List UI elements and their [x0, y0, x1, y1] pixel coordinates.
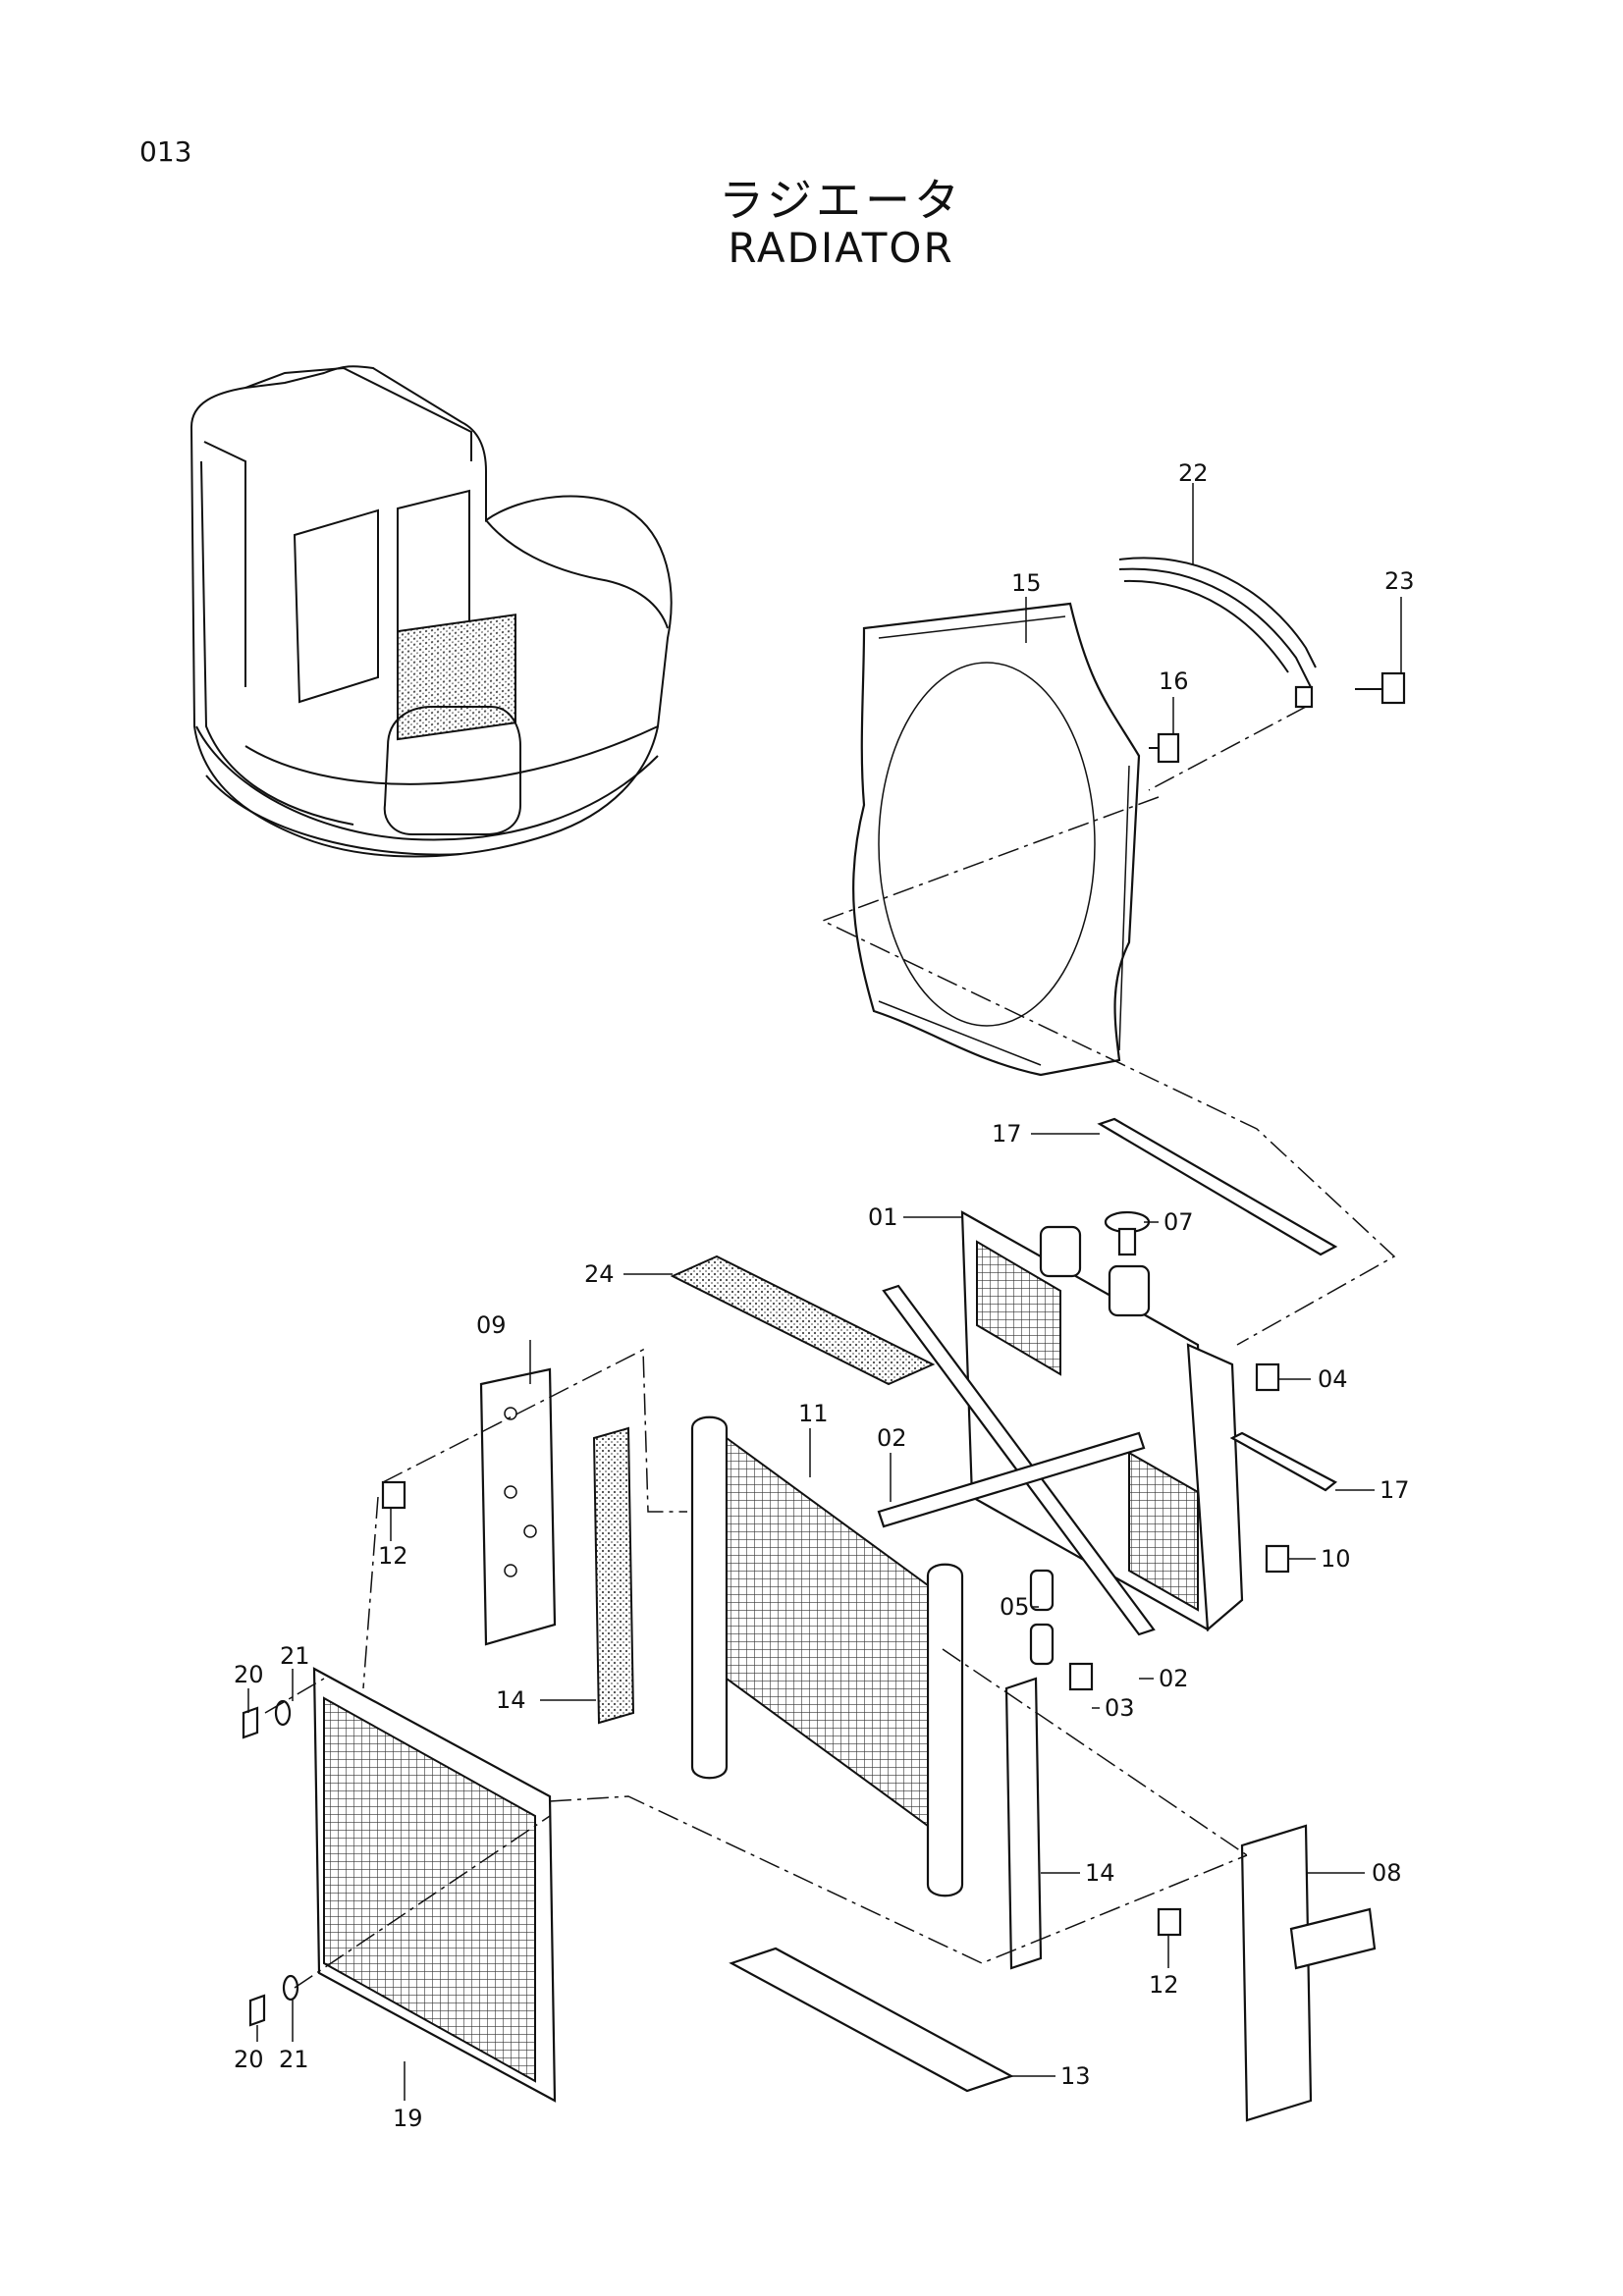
callout-14-left: 14	[496, 1686, 526, 1714]
washer-21-upper	[274, 1699, 292, 1727]
assembly-lines	[264, 706, 1396, 1989]
callout-17-lower: 17	[1380, 1476, 1410, 1504]
callout-08: 08	[1372, 1859, 1402, 1887]
radiator-core-01	[960, 1210, 1244, 1632]
callout-12-left: 12	[378, 1542, 408, 1570]
seal-pad-13	[729, 1947, 1014, 2093]
page-number: 013	[139, 135, 192, 168]
callout-24: 24	[584, 1260, 615, 1288]
bolt-16	[1149, 732, 1180, 764]
seal-strip-17-upper	[1097, 1117, 1338, 1256]
callout-03: 03	[1105, 1694, 1135, 1722]
seal-strip-17-lower	[1229, 1431, 1337, 1492]
hose-05	[1029, 1569, 1055, 1666]
seal-block-14-right	[1004, 1677, 1043, 1970]
seal-block-14-left	[592, 1426, 635, 1725]
stay-rod-02-upper	[882, 1284, 1156, 1636]
screen-19	[312, 1667, 557, 2103]
washer-21-lower	[282, 1974, 299, 2002]
callout-20-upper: 20	[234, 1661, 264, 1688]
callout-02-upper: 02	[877, 1424, 907, 1452]
callout-13: 13	[1060, 2062, 1091, 2090]
seal-pad-24	[670, 1255, 936, 1386]
fan-shroud-15	[852, 602, 1141, 1077]
callout-02-lower: 02	[1159, 1665, 1189, 1692]
callout-22: 22	[1178, 459, 1209, 487]
wing-bolt-20-upper	[242, 1706, 259, 1739]
bolt-12-right	[1157, 1907, 1182, 1937]
callout-05: 05	[1000, 1593, 1030, 1621]
callout-07: 07	[1163, 1208, 1194, 1236]
wing-bolt-20-lower	[248, 1994, 266, 2027]
callout-20-lower: 20	[234, 2046, 264, 2073]
callout-14-right: 14	[1085, 1859, 1115, 1887]
callout-19: 19	[393, 2105, 423, 2132]
callout-12-right: 12	[1149, 1971, 1179, 1999]
callout-23: 23	[1384, 567, 1415, 595]
bolt-23	[1355, 671, 1406, 705]
callout-21-upper: 21	[280, 1642, 310, 1670]
bolt-12-left	[381, 1480, 406, 1510]
excavator-overview	[189, 365, 673, 858]
title-japanese: ラジエータ	[718, 174, 964, 227]
bracket-08	[1240, 1824, 1377, 2122]
clamp-band-22	[1118, 557, 1317, 709]
callout-11: 11	[798, 1400, 829, 1427]
callout-01: 01	[868, 1203, 898, 1231]
callout-16: 16	[1159, 667, 1189, 695]
bolt-04	[1255, 1362, 1280, 1392]
leader-lines	[247, 483, 1402, 2101]
oil-cooler-11	[690, 1415, 964, 1897]
callout-labels: 22 15 23 16 17 01 07 24 09 04 11 02 17 1…	[234, 459, 1415, 2132]
callout-04: 04	[1318, 1365, 1348, 1393]
callout-15: 15	[1011, 569, 1042, 597]
bolt-03	[1068, 1662, 1094, 1691]
bracket-09	[479, 1367, 557, 1646]
radiator-cap-07	[1104, 1210, 1151, 1256]
callout-21-lower: 21	[279, 2046, 309, 2073]
stay-rod-02-lower	[877, 1431, 1146, 1528]
callout-17-upper: 17	[992, 1120, 1022, 1148]
callout-10: 10	[1321, 1545, 1351, 1573]
callout-09: 09	[476, 1311, 507, 1339]
bolt-10	[1265, 1544, 1290, 1574]
title-english: RADIATOR	[728, 224, 954, 272]
